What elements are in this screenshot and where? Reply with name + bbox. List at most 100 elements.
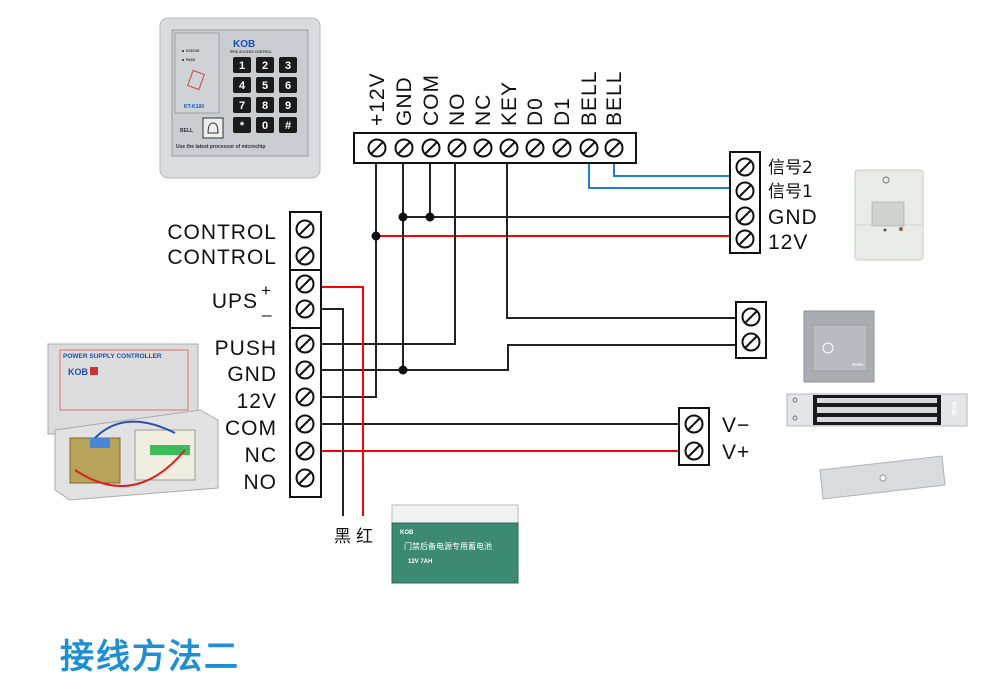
power-supply-device-image: POWER SUPPLY CONTROLLER KOB [47,343,219,501]
svg-text:7: 7 [239,100,245,112]
screw-terminal [741,307,761,327]
doorbell-device-image [854,169,924,261]
label-bell-gnd: GND [768,206,818,229]
label-control-2: CONTROL [167,246,277,269]
battery-device-image: KOB 门禁后备电源专用蓄电池 12V 7AH [391,504,519,584]
screw-terminal [684,414,704,434]
screw-terminal [741,332,761,352]
svg-text:4: 4 [239,80,246,92]
label-ups-minus: _ [261,298,272,317]
keypad-device-image: KOB RFID ACCESS CONTROL STATUS PASS KT-K… [159,17,321,179]
maglock-device-image: KOB [786,393,968,500]
keypad-key: 0 [256,117,274,133]
keypad-key: 3 [279,57,297,73]
wire-bell2 [613,163,730,177]
label-signal-1: 信号1 [768,182,813,202]
label-nc: NC [245,444,277,467]
screw-terminal [525,138,545,158]
screw-terminal [421,138,441,158]
bell-icon [202,117,224,139]
label-com: COM [225,417,277,440]
screw-terminal [295,468,315,488]
exit-button-device-image: PUSH [803,310,875,383]
wires [321,163,736,516]
wire-bell1 [588,163,730,189]
keypad-terminal-label: NO [446,93,469,127]
keypad-model: KT-K100 [184,104,204,110]
screw-terminal [394,138,414,158]
screw-terminal [735,229,755,249]
screw-terminal [604,138,624,158]
screw-terminal [447,138,467,158]
label-v-minus: V− [722,414,750,437]
label-signal-2: 信号2 [768,158,813,178]
svg-text:0: 0 [262,120,268,132]
keypad-footer: Use the latest processor of microchip [176,144,265,150]
wire-ups-plus [321,286,364,516]
label-v-plus: V+ [722,441,750,464]
wire-gnd-exit [321,344,736,371]
screw-terminal [295,387,315,407]
svg-text:#: # [285,120,291,132]
keypad-terminal-label: COM [420,74,443,126]
psu-labels: CONTROL CONTROL UPS + _ PUSH GND 12V COM… [167,221,278,494]
svg-text:*: * [240,120,245,132]
screw-terminal [295,246,315,266]
keypad-terminal-label: BELL [578,71,601,126]
battery-brand: KOB [400,530,414,536]
battery-text: 门禁后备电源专用蓄电池 [404,541,492,551]
label-ups-plus: + [261,281,272,300]
svg-text:6: 6 [285,80,291,92]
keypad-subtitle: RFID ACCESS CONTROL [230,50,273,54]
keypad-key: 9 [279,97,297,113]
keypad-terminal-label: D1 [551,97,574,126]
svg-text:2: 2 [262,60,268,72]
screw-terminal [735,181,755,201]
screw-terminal [473,138,493,158]
label-red-lead: 红 [356,527,373,547]
junction-dot [398,365,408,375]
screw-terminal [579,138,599,158]
junction-dot [425,212,435,222]
keypad-key: 7 [233,97,251,113]
wire-12v [321,163,377,398]
keypad-key: 2 [256,57,274,73]
screw-terminal [295,274,315,294]
keypad-key: # [279,117,297,133]
label-no: NO [244,471,278,494]
svg-text:1: 1 [239,60,245,72]
keypad-terminal-label: NC [472,94,495,126]
keypad-brand: KOB [233,39,255,50]
label-ups: UPS [212,290,258,313]
battery-rating: 12V 7AH [408,559,432,565]
psu-brand: KOB [68,367,89,377]
keypad-terminal-label: D0 [524,97,547,126]
screw-terminal [295,299,315,319]
keypad-key: 6 [279,77,297,93]
screw-terminal [684,441,704,461]
screw-terminal [295,360,315,380]
screw-terminal [295,414,315,434]
maglock-brand: KOB [950,402,956,416]
svg-text:5: 5 [262,80,268,92]
svg-text:9: 9 [285,100,291,112]
keypad-key: 8 [256,97,274,113]
svg-text:8: 8 [262,100,268,112]
screw-terminal [295,219,315,239]
junction-dot [371,231,381,241]
screw-terminal [735,206,755,226]
keypad-terminal-label: BELL [603,71,626,126]
keypad-key: 5 [256,77,274,93]
keypad-status: STATUS [186,49,200,53]
keypad-key: * [233,117,251,133]
screw-terminal [295,441,315,461]
keypad-key: 4 [233,77,251,93]
label-bell-12v: 12V [768,231,808,254]
screw-terminal [735,157,755,177]
svg-text:3: 3 [285,60,291,72]
wire-no-push [321,163,456,345]
label-12v: 12V [237,390,277,413]
keypad-bell-label: BELL [180,128,193,134]
label-black-lead: 黑 [334,527,351,547]
